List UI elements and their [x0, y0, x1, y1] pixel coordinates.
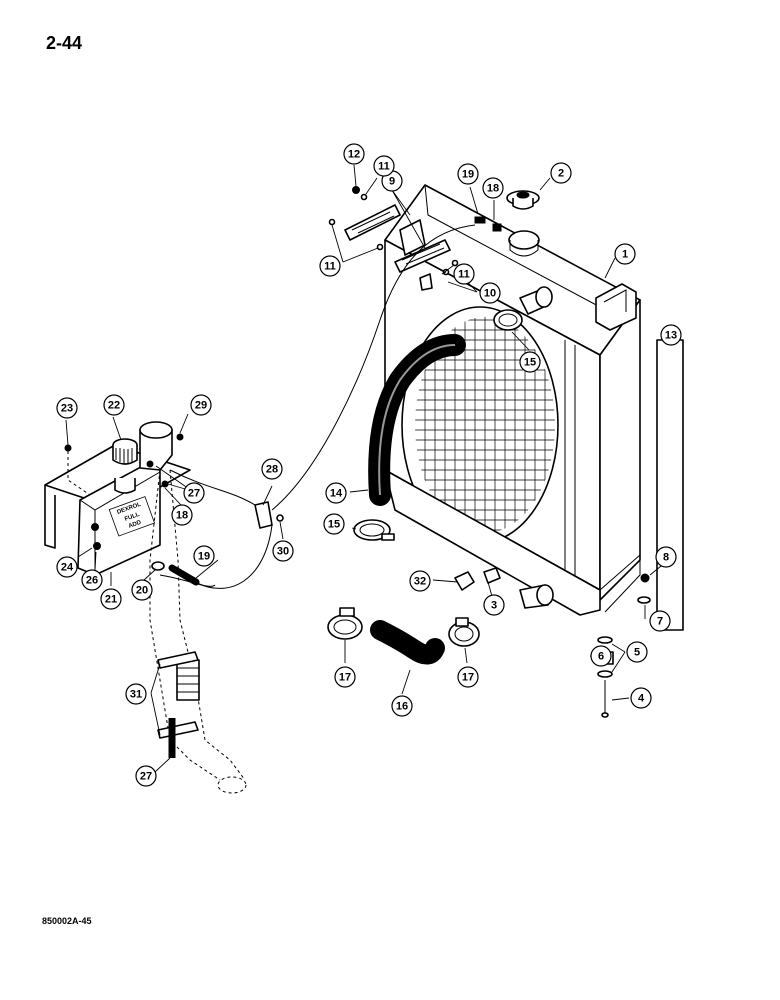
lower-hose-clamp-right [448, 617, 480, 647]
callout-label: 17 [339, 672, 351, 684]
callout-26: 26 [81, 569, 103, 591]
seal-strip [656, 339, 684, 631]
callout-label: 9 [389, 176, 395, 188]
callout-label: 28 [266, 464, 278, 476]
callout-12: 12 [343, 143, 365, 165]
callout-label: 5 [634, 647, 640, 659]
callout-17: 17 [334, 666, 356, 688]
callout-31: 31 [125, 683, 147, 705]
callout-2: 2 [550, 162, 572, 184]
callout-label: 3 [491, 600, 497, 612]
callout-24: 24 [56, 556, 78, 578]
callout-label: 18 [176, 510, 188, 522]
callout-label: 16 [396, 701, 408, 713]
callout-label: 1 [622, 249, 628, 261]
callout-label: 12 [348, 149, 360, 161]
hose-clamp-lower [353, 519, 395, 541]
callout-label: 8 [663, 552, 669, 564]
callout-28: 28 [261, 458, 283, 480]
callout-label: 24 [61, 562, 74, 574]
radiator [384, 184, 641, 616]
callout-30: 30 [272, 540, 294, 562]
callout-label: 21 [105, 594, 117, 606]
callout-label: 13 [665, 330, 677, 342]
callout-29: 29 [190, 394, 212, 416]
callout-18: 18 [171, 504, 193, 526]
callout-21: 21 [100, 588, 122, 610]
callout-19: 19 [457, 163, 479, 185]
callout-label: 14 [330, 488, 343, 500]
callout-label: 4 [638, 693, 645, 705]
lower-hose-clamp-left [327, 607, 363, 640]
callout-label: 6 [598, 651, 604, 663]
callout-22: 22 [103, 394, 125, 416]
callout-label: 27 [188, 488, 200, 500]
callout-8: 8 [655, 546, 677, 568]
callout-label: 11 [324, 261, 336, 273]
callout-20: 20 [131, 579, 153, 601]
callout-label: 27 [140, 771, 152, 783]
callout-14: 14 [325, 482, 347, 504]
bellows [176, 659, 200, 701]
callout-3: 3 [483, 594, 505, 616]
callout-label: 10 [484, 288, 496, 300]
leader-lines [65, 164, 672, 773]
callout-label: 11 [458, 269, 470, 281]
callout-label: 2 [558, 168, 564, 180]
callout-23: 23 [56, 397, 78, 419]
callout-label: 18 [487, 183, 499, 195]
callout-13: 13 [660, 324, 682, 346]
callout-label: 30 [277, 546, 289, 558]
radiator-cap [506, 190, 540, 210]
callout-label: 20 [136, 585, 148, 597]
callout-11: 11 [373, 155, 395, 177]
plate-lower [394, 239, 451, 273]
page-number: 2-44 [46, 33, 83, 53]
callout-27: 27 [183, 482, 205, 504]
callout-16: 16 [391, 695, 413, 717]
callout-label: 23 [61, 403, 73, 415]
callout-19: 19 [193, 545, 215, 567]
reservoir-label-line3: ADD [128, 520, 143, 530]
callout-label: 32 [414, 576, 426, 588]
callout-17: 17 [457, 666, 479, 688]
reservoir-label-line2: FULL [124, 512, 141, 523]
callout-label: 15 [524, 357, 536, 369]
callout-15: 15 [519, 351, 541, 373]
callout-18: 18 [482, 177, 504, 199]
callout-5: 5 [626, 641, 648, 663]
callout-32: 32 [409, 570, 431, 592]
callout-label: 11 [378, 161, 390, 173]
callout-6: 6 [590, 645, 612, 667]
callout-label: 26 [86, 575, 98, 587]
callout-10: 10 [479, 282, 501, 304]
callout-4: 4 [630, 687, 652, 709]
callout-11: 11 [453, 263, 475, 285]
callout-label: 22 [108, 400, 120, 412]
callout-label: 7 [657, 616, 663, 628]
callout-label: 17 [462, 672, 474, 684]
callout-27: 27 [135, 765, 157, 787]
callout-11: 11 [319, 255, 341, 277]
callout-label: 19 [462, 169, 474, 181]
callout-label: 15 [328, 519, 340, 531]
upper-hose-clamp [493, 309, 523, 331]
figure-code: 850002A-45 [42, 916, 92, 926]
lower-hose [370, 620, 445, 665]
radiator-core [415, 317, 555, 533]
callout-15: 15 [323, 513, 345, 535]
callout-1: 1 [614, 243, 636, 265]
callout-7: 7 [649, 610, 671, 632]
callout-label: 19 [198, 551, 210, 563]
callout-label: 29 [195, 400, 207, 412]
drain-valve [454, 571, 475, 591]
callout-label: 31 [130, 689, 142, 701]
